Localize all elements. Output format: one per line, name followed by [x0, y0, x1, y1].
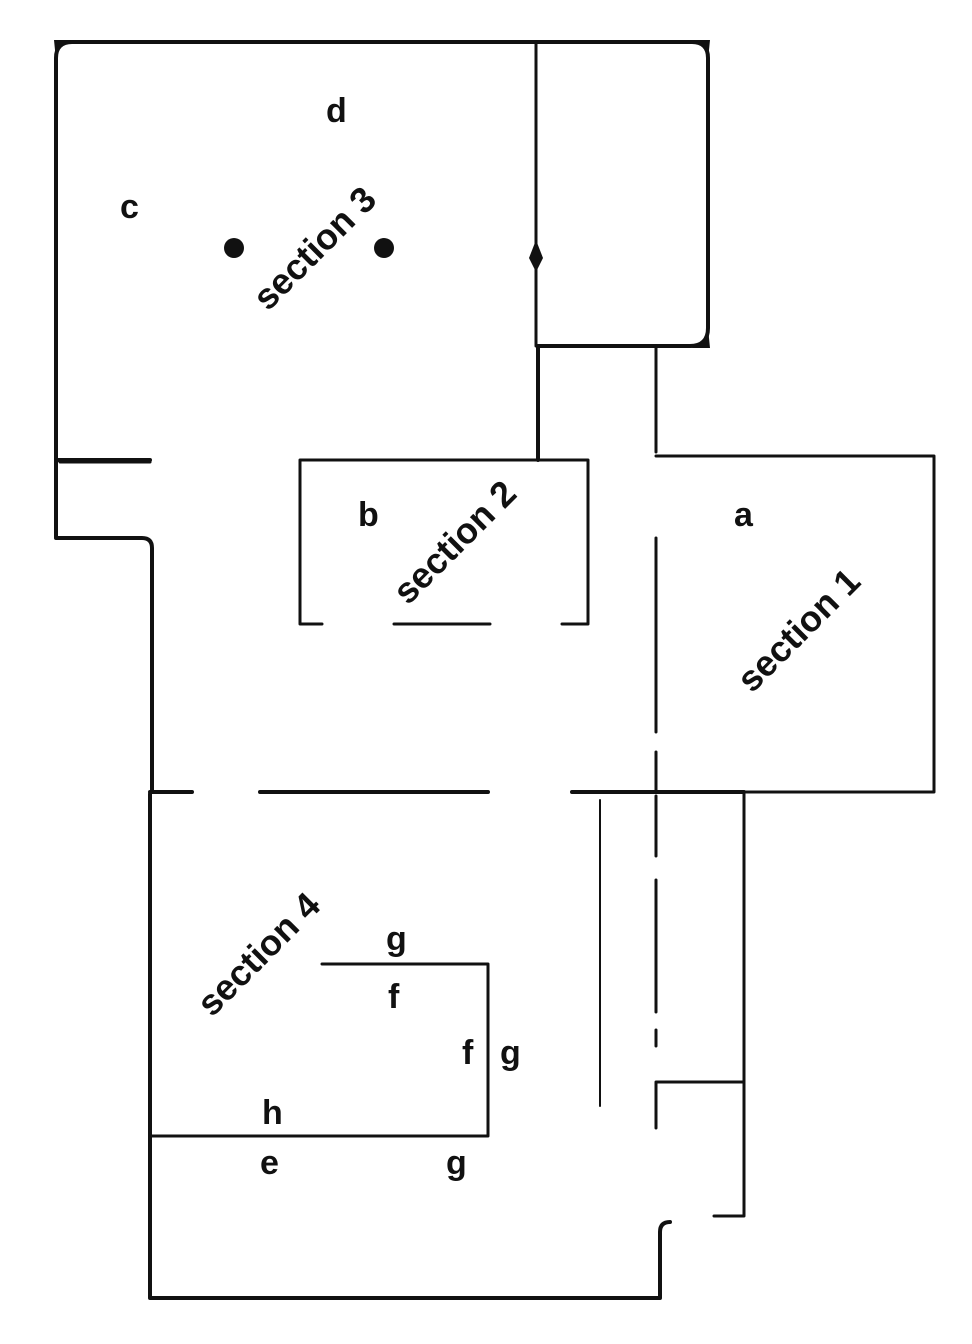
letter-h: h: [262, 1094, 283, 1132]
letter-g-bottom: g: [446, 1144, 467, 1182]
letter-c: c: [120, 188, 139, 226]
wall-closet-right: [712, 792, 746, 1218]
dot-marker-right: [374, 238, 394, 258]
wall-corner-top-left: [54, 40, 74, 60]
letter-g-right: g: [500, 1034, 521, 1072]
wall-section2-box: [298, 458, 590, 626]
wall-junction-divider: [529, 240, 543, 272]
section1-label: section 1: [729, 560, 868, 699]
letter-g-top: g: [386, 920, 407, 958]
letter-f-right: f: [462, 1034, 474, 1072]
section2-label: section 2: [385, 472, 524, 611]
letter-b: b: [358, 496, 379, 534]
section4-label: section 4: [189, 884, 328, 1023]
dot-marker-left: [224, 238, 244, 258]
letter-a: a: [734, 496, 754, 534]
wall-left-corridor: [54, 458, 154, 794]
wall-closet: [654, 1080, 746, 1130]
wall-corner-right-bottom: [690, 328, 710, 348]
letter-f-top: f: [388, 978, 400, 1016]
wall-corner-top-right: [690, 40, 710, 60]
letter-e: e: [260, 1144, 279, 1182]
wall-section4-inner-box: [150, 962, 490, 1138]
letter-d: d: [326, 92, 347, 130]
wall-section1-box: [654, 454, 936, 794]
wall-section4-outer: [148, 792, 672, 1300]
section3-label: section 3: [245, 178, 384, 317]
